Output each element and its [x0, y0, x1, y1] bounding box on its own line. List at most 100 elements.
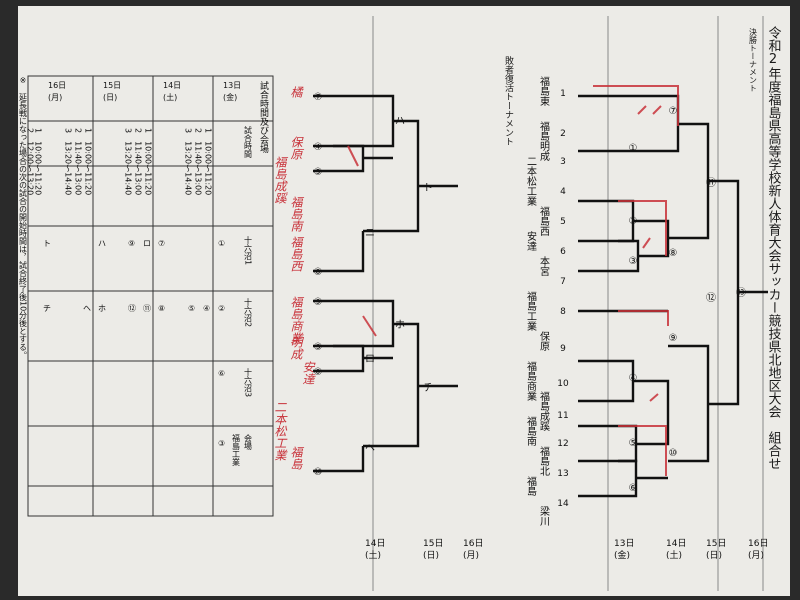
row-weekday: (月): [48, 93, 62, 102]
match-number: ⑨: [669, 333, 678, 344]
team-name: 福島: [525, 475, 537, 497]
tournament-sheet: 令和2年度福島県高等学校新人体育大会サッカー競技県北地区大会 組合せ 決勝トーナ…: [18, 6, 790, 596]
seed-number: ⑩: [314, 467, 323, 478]
venue-cell: ②: [218, 304, 225, 313]
team-number: 6: [560, 247, 566, 257]
venue-cell: ⑧: [158, 304, 165, 313]
date-label: 14日: [365, 538, 385, 549]
team-number: 11: [557, 411, 568, 421]
match-number: ⑬: [736, 287, 746, 299]
seed-number: ③: [314, 342, 323, 353]
venue-cell: ハ: [98, 239, 106, 248]
main-team-names: 福島東 福島明成 二本松工業 福島西 安達 本宮 福島工業 保原 福島商業 福島…: [525, 75, 550, 526]
row-slot: 1 10:00～11:20: [84, 128, 93, 195]
row-slot: 1 10:00～11:20: [144, 128, 153, 195]
team-number: 12: [557, 439, 568, 449]
handwritten-note: 福島西: [288, 236, 303, 272]
match-label: ロ: [365, 354, 375, 365]
venue-cell: ③: [218, 439, 225, 448]
match-number: ⑤: [629, 438, 638, 449]
team-name: 二本松工業: [525, 156, 537, 207]
match-number: ⑥: [629, 483, 638, 494]
match-number: ⑧: [669, 248, 678, 259]
consolation-seeds: ⑦ ④ ⑤ ⑧ ⑨ ③ ⑥ ⑩: [314, 92, 323, 478]
venue-cell: ロ: [143, 239, 151, 248]
document-title: 令和2年度福島県高等学校新人体育大会サッカー競技県北地区大会 組合せ: [766, 26, 782, 470]
match-label: ホ: [395, 319, 405, 331]
venue-cell: ヘ: [83, 304, 91, 313]
row-slot: 3 13:20～14:40: [184, 128, 193, 195]
date-weekday: (日): [423, 550, 439, 561]
header-venue-name: 福島工業: [232, 434, 241, 467]
match-number: ④: [629, 373, 638, 384]
handwritten-note: 二本松工業: [272, 401, 287, 461]
handwritten-note: 保原: [288, 136, 303, 160]
team-number: 9: [560, 344, 566, 354]
schedule-table-grid: [27, 75, 274, 517]
match-number: ⑦: [669, 106, 678, 117]
date-label: 15日: [423, 538, 443, 549]
main-bracket-label: 決勝トーナメント: [749, 27, 758, 92]
row-weekday: (土): [163, 92, 177, 102]
date-weekday: (月): [748, 550, 764, 561]
header-venue2: 十六沼2: [244, 297, 253, 327]
row-day: 13日: [223, 81, 241, 90]
match-number: ②: [629, 216, 638, 227]
schedule-heading: 試合時間及び会場: [258, 80, 269, 154]
venue-cell: ⑫: [128, 304, 136, 313]
row-slot: 3 13:20～14:40: [124, 128, 133, 195]
consolation-label: 敗者復活トーナメント: [503, 55, 514, 146]
main-team-numbers: 1 2 3 4 5 6 7 8 9 10 11 12 13 14: [557, 89, 569, 509]
row-slot: 2 11:40～13:00: [134, 128, 143, 195]
date-label: 16日: [463, 538, 483, 549]
date-weekday: (日): [706, 550, 722, 561]
footnote: ※ 延長戦になった場合の次の試合の開始時間は，試合終了後10分後とする。: [19, 76, 28, 359]
handwritten-note: 安達: [300, 361, 315, 385]
row-day: 15日: [103, 81, 121, 90]
team-number: 4: [560, 187, 566, 197]
date-weekday: (土): [365, 549, 381, 561]
venue-cell: ホ: [98, 304, 106, 313]
team-name: 福島北: [538, 445, 550, 476]
handwritten-note: 橘: [288, 86, 303, 98]
handwritten-note: 福島商業: [288, 296, 303, 344]
team-number: 1: [560, 89, 566, 99]
venue-cell: ⑥: [218, 369, 225, 378]
team-name: 福島工業: [525, 290, 537, 332]
consolation-bracket-lines: [313, 94, 458, 473]
row-slot: 1 10:00～11:20: [34, 128, 43, 195]
date-weekday: (土): [666, 549, 682, 561]
venue-cell: ⑦: [158, 239, 165, 248]
date-label: 15日: [706, 538, 726, 549]
match-label: ヘ: [365, 443, 375, 454]
consolation-match-labels: ハ ト ニ ホ ロ チ ヘ: [365, 116, 433, 454]
venue-cell: ⑤: [188, 304, 195, 313]
team-number: 10: [557, 379, 569, 389]
row-weekday: (金): [223, 92, 237, 102]
main-bracket-red-lines: [593, 85, 679, 476]
venue-cell: チ: [43, 304, 51, 313]
row-slot: 2 11:40～13:00: [74, 128, 83, 195]
header-venue: 会場: [244, 433, 253, 451]
date-weekday: (金): [614, 549, 630, 561]
team-name: 梁川: [538, 505, 550, 526]
handwritten-note: 福島: [288, 446, 303, 470]
seed-number: ⑧: [314, 267, 323, 278]
team-name: 本宮: [538, 255, 550, 277]
row-slot: 3 13:20～14:40: [64, 128, 73, 195]
venue-cell: ④: [203, 304, 210, 313]
seed-number: ④: [314, 142, 323, 153]
row-slot: 1 10:00～11:20: [204, 128, 213, 195]
main-match-numbers: ⑦ ① ② ③ ⑧ ⑪ ⑬ ⑫ ⑨ ④ ⑤ ⑩ ⑥: [629, 106, 746, 494]
date-label: 13日: [614, 538, 634, 549]
consolation-red-lines: [347, 145, 377, 337]
seed-number: ⑨: [314, 297, 323, 308]
team-name: 福島東: [538, 75, 550, 107]
seed-number: ⑤: [314, 167, 323, 178]
date-weekday: (月): [463, 550, 479, 561]
row-weekday: (日): [103, 93, 117, 102]
team-name: 保原: [538, 330, 550, 351]
match-number: ③: [629, 256, 638, 267]
team-number: 5: [560, 217, 566, 227]
header-venue3: 十六沼3: [244, 367, 253, 397]
